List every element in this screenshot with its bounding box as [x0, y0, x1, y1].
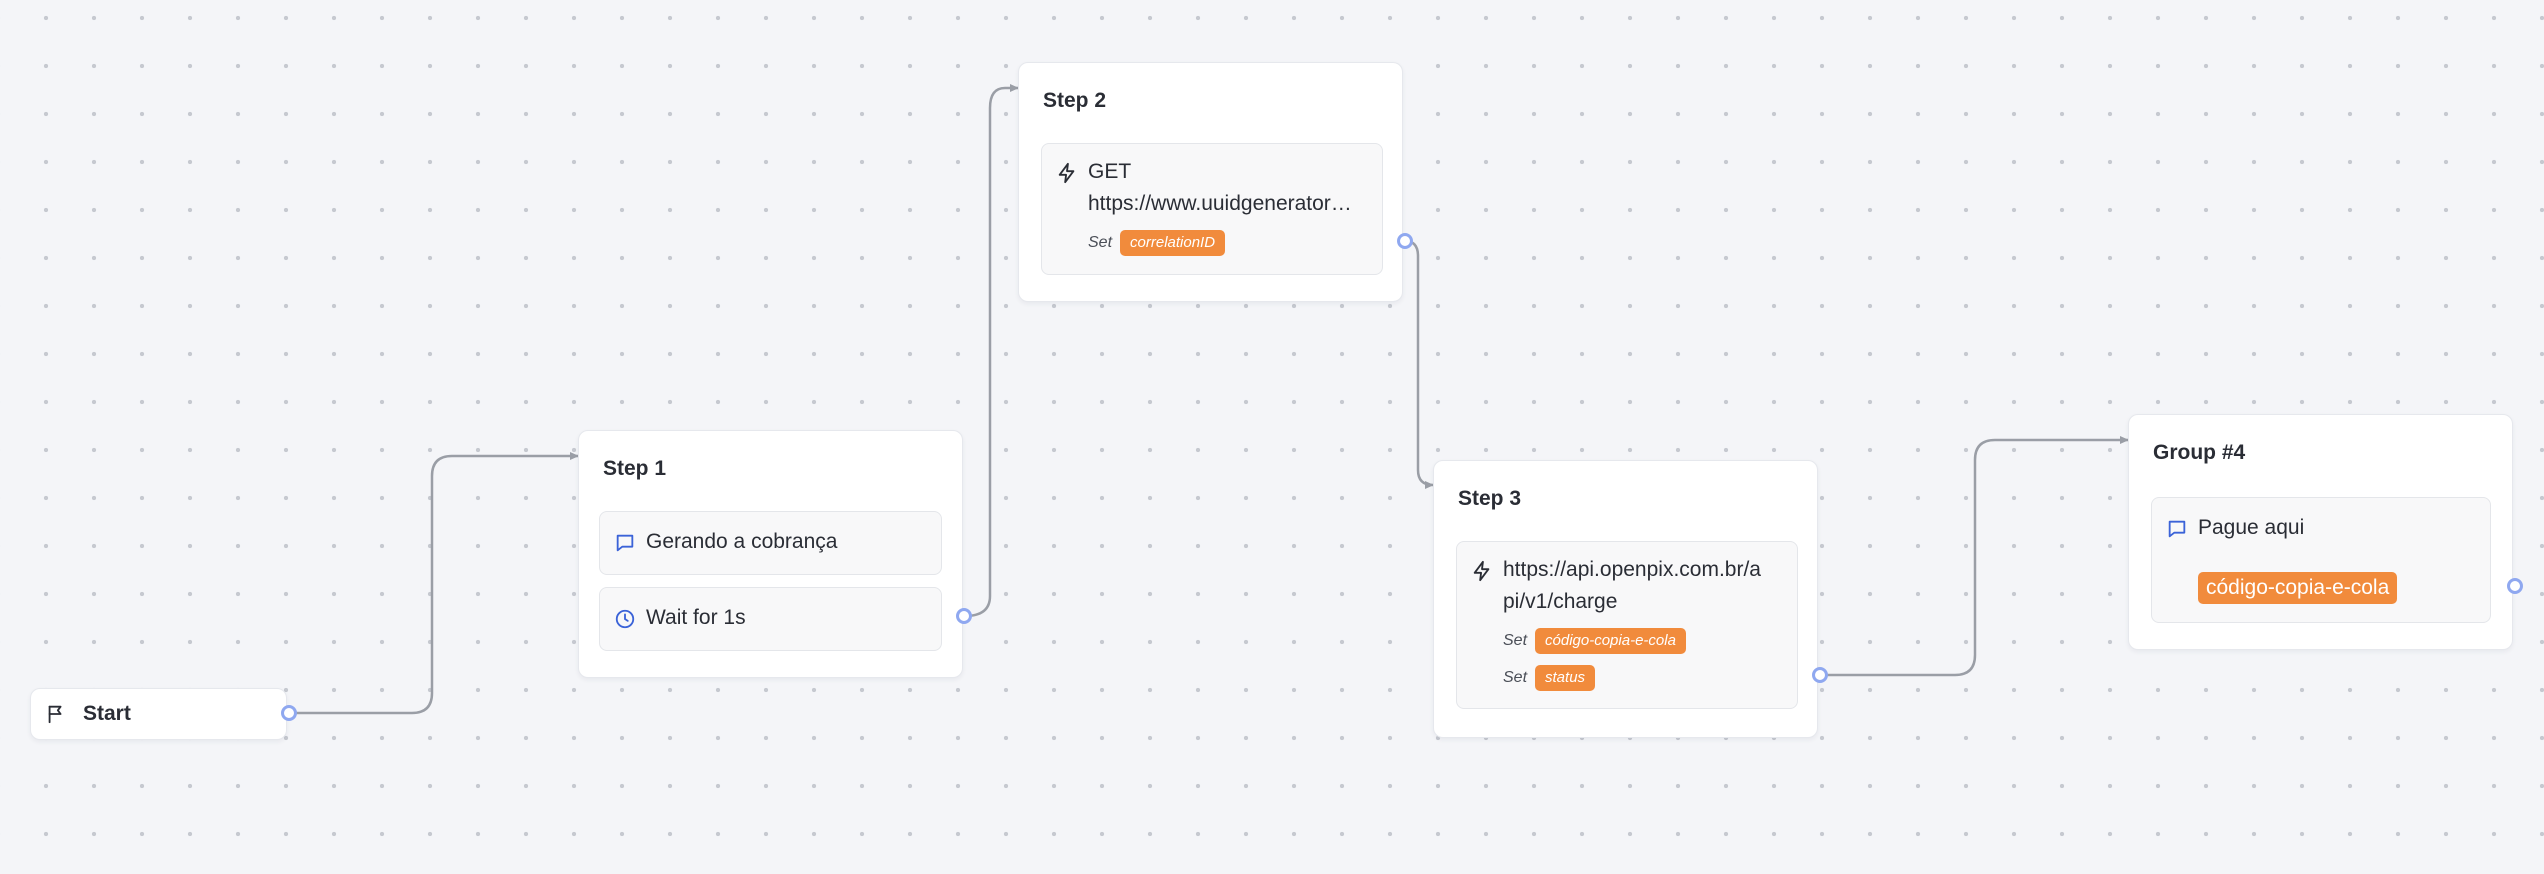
webhook-block[interactable]: GET https://www.uuidgenerator… Set corre…: [1041, 143, 1383, 275]
webhook-method: GET: [1088, 160, 1132, 183]
block-label: Pague aqui: [2198, 516, 2305, 539]
set-label: Set: [1088, 234, 1113, 251]
webhook-url: https://www.uuidgenerator…: [1088, 192, 1352, 215]
lightning-icon: [1471, 560, 1493, 582]
lightning-icon: [1056, 162, 1078, 184]
edge-step3-to-group4: [1822, 436, 2129, 677]
variable-tag: correlationID: [1120, 230, 1226, 256]
step1-group[interactable]: Step 1 Gerando a cobrança Wait for 1s: [578, 430, 963, 678]
group4-output-port[interactable]: [2507, 578, 2523, 594]
text-bubble-block[interactable]: Pague aqui código-copia-e-cola: [2151, 497, 2491, 623]
edge-start-to-step1: [289, 452, 579, 715]
text-bubble-block[interactable]: Gerando a cobrança: [599, 511, 942, 575]
webhook-url-line1: https://api.openpix.com.br/a: [1503, 558, 1761, 581]
group-title: Group #4: [2153, 441, 2246, 464]
step3-group[interactable]: Step 3 https://api.openpix.com.br/a pi/v…: [1433, 460, 1818, 738]
variable-tag: código-copia-e-cola: [1535, 628, 1686, 654]
variable-tag: status: [1535, 665, 1596, 691]
flag-icon: [45, 703, 67, 725]
step3-output-port[interactable]: [1812, 667, 1828, 683]
wait-block[interactable]: Wait for 1s: [599, 587, 942, 651]
start-label: Start: [83, 702, 131, 725]
variable-tag: código-copia-e-cola: [2198, 572, 2398, 604]
webhook-url-line2: pi/v1/charge: [1503, 590, 1618, 613]
step2-group[interactable]: Step 2 GET https://www.uuidgenerator… Se…: [1018, 62, 1403, 302]
set-variable-row: Set correlationID: [1088, 230, 1226, 256]
step2-output-port[interactable]: [1397, 233, 1413, 249]
chat-bubble-icon: [614, 532, 636, 554]
edge-step1-to-step2: [964, 84, 1019, 618]
group-title: Step 1: [603, 457, 667, 480]
set-variable-row: Set status: [1503, 665, 1596, 691]
step1-output-port[interactable]: [956, 608, 972, 624]
group4-group[interactable]: Group #4 Pague aqui código-copia-e-cola: [2128, 414, 2513, 650]
chat-bubble-icon: [2166, 518, 2188, 540]
group-title: Step 3: [1458, 487, 1522, 510]
set-label: Set: [1503, 669, 1528, 686]
edge-step2-to-step3: [1404, 239, 1434, 489]
block-label: Gerando a cobrança: [646, 530, 838, 553]
webhook-block[interactable]: https://api.openpix.com.br/a pi/v1/charg…: [1456, 541, 1798, 709]
set-variable-row: Set código-copia-e-cola: [1503, 628, 1686, 654]
start-output-port[interactable]: [281, 705, 297, 721]
set-label: Set: [1503, 632, 1528, 649]
start-node[interactable]: Start: [30, 688, 287, 740]
block-label: Wait for 1s: [646, 606, 746, 629]
group-title: Step 2: [1043, 89, 1107, 112]
clock-icon: [614, 608, 636, 630]
